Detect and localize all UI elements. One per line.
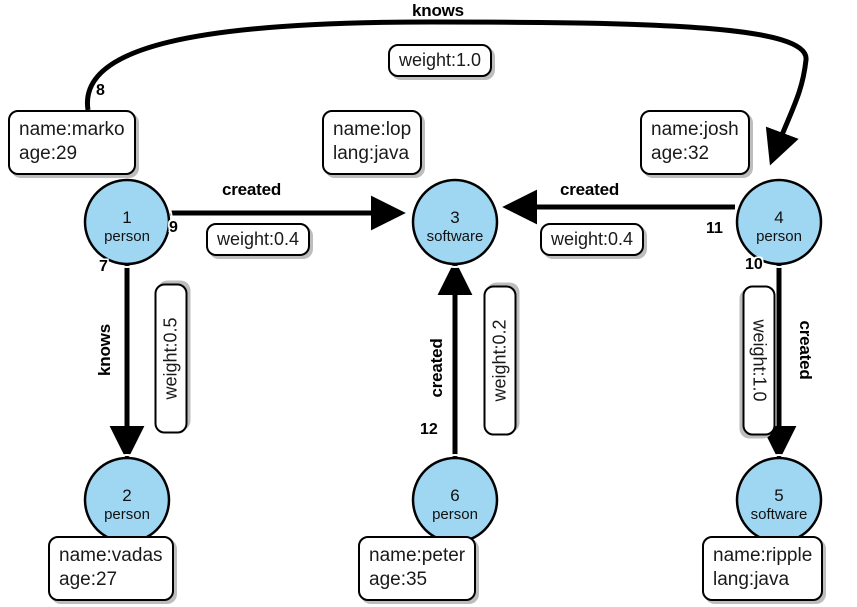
node-5-prop-1: lang:java	[713, 569, 790, 590]
edge-9-id: 9	[169, 219, 178, 236]
node-1[interactable]	[83, 178, 171, 266]
node-2[interactable]	[83, 456, 171, 544]
edge-7-id: 7	[99, 258, 108, 275]
edge-11-prop[interactable]: weight:0.4	[540, 223, 645, 256]
node-2-props[interactable]: name:vadas age:27	[48, 536, 174, 601]
node-6-prop-0: name:peter	[369, 545, 466, 566]
edge-10-id: 10	[745, 256, 763, 273]
edge-7-prop[interactable]: weight:0.5	[154, 283, 188, 434]
node-3[interactable]	[411, 178, 499, 266]
node-1-prop-1: age:29	[19, 143, 78, 164]
node-4-prop-1: age:32	[651, 143, 710, 164]
edge-8-id: 8	[96, 82, 105, 99]
node-5-props[interactable]: name:ripple lang:java	[702, 536, 824, 601]
edge-11-id: 11	[706, 220, 723, 237]
node-1-prop-0: name:marko	[19, 119, 125, 140]
node-4-props[interactable]: name:josh age:32	[640, 110, 750, 175]
node-4[interactable]	[735, 178, 823, 266]
edge-9-prop[interactable]: weight:0.4	[206, 223, 311, 256]
node-6-props[interactable]: name:peter age:35	[358, 536, 477, 601]
edge-12-label: created	[427, 338, 446, 398]
node-3-prop-1: lang:java	[333, 143, 410, 164]
node-1-props[interactable]: name:marko age:29	[8, 110, 136, 175]
edge-7-label: knows	[95, 324, 114, 376]
node-4-prop-0: name:josh	[651, 119, 739, 140]
node-5[interactable]	[735, 456, 823, 544]
edge-12-prop[interactable]: weight:0.2	[483, 285, 517, 436]
edge-10-label: created	[796, 320, 815, 380]
node-2-prop-0: name:vadas	[59, 545, 163, 566]
node-3-prop-0: name:lop	[333, 119, 412, 140]
node-5-prop-0: name:ripple	[713, 545, 813, 566]
edge-8-label: knows	[412, 1, 464, 20]
edge-8-prop[interactable]: weight:1.0	[388, 44, 493, 77]
node-6-prop-1: age:35	[369, 569, 428, 590]
edge-10-prop[interactable]: weight:1.0	[742, 285, 776, 436]
node-2-prop-1: age:27	[59, 569, 118, 590]
edge-12-id: 12	[420, 421, 438, 438]
edge-9-label: created	[222, 180, 282, 199]
edge-11-label: created	[560, 180, 620, 199]
edge-8-knows[interactable]	[84, 19, 809, 166]
node-3-props[interactable]: name:lop lang:java	[322, 110, 423, 175]
node-6[interactable]	[411, 456, 499, 544]
